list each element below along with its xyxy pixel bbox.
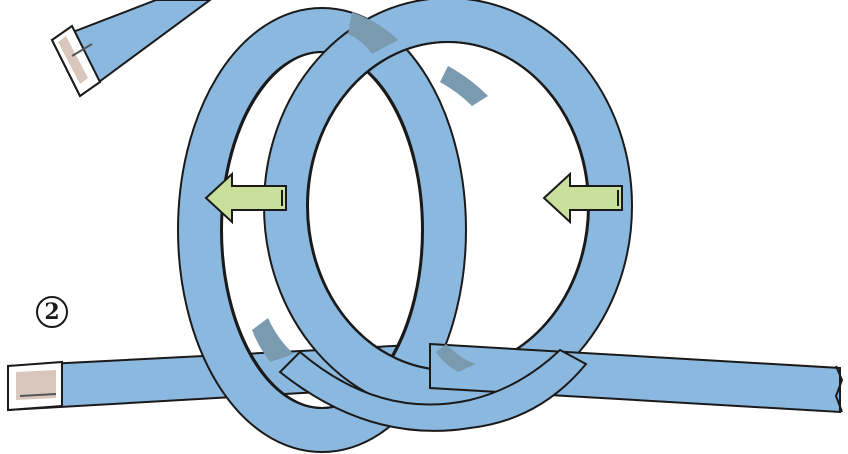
hose-end-cap-icon <box>8 362 62 410</box>
hose-tail-top <box>52 0 210 96</box>
step-number-badge: 2 <box>36 296 68 328</box>
